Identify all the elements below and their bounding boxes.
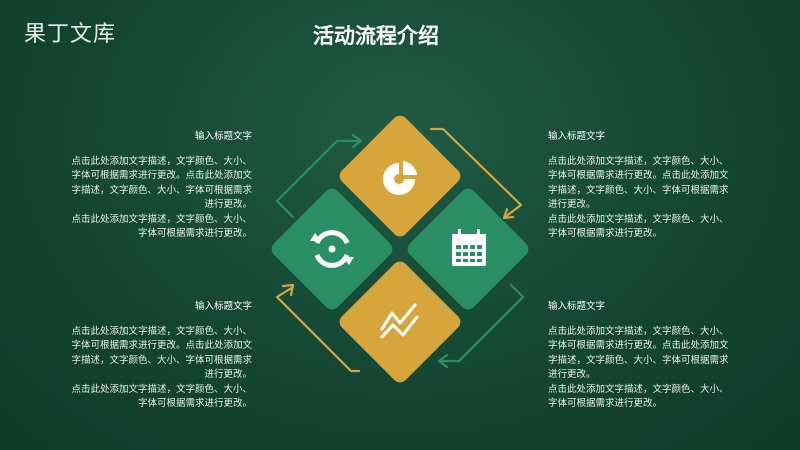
- arrow-head: [281, 283, 295, 297]
- block-heading: 输入标题文字: [194, 301, 252, 312]
- page-title: 活动流程介绍: [313, 24, 439, 48]
- trend-line-icon: [380, 303, 419, 339]
- diagram-svg: [271, 115, 529, 383]
- block-description: 点击此处添加文字描述，文字颜色、大小、字体可根据需求进行更改。点击此处添加文字描…: [548, 155, 729, 211]
- block-description: 点击此处添加文字描述，文字颜色、大小、字体可根据需求进行更改。点击此处添加文字描…: [71, 155, 252, 211]
- arrow-head: [351, 133, 363, 149]
- text-block-bottom-left: 输入标题文字 点击此处添加文字描述，文字颜色、大小、字体可根据需求进行更改。点击…: [70, 300, 252, 412]
- text-block-top-left: 输入标题文字 点击此处添加文字描述，文字颜色、大小、字体可根据需求进行更改。点击…: [70, 130, 252, 242]
- process-diagram: [255, 105, 555, 385]
- pie-chart-icon: [383, 161, 417, 195]
- block-description: 点击此处添加文字描述，文字颜色、大小、字体可根据需求进行更改。: [71, 383, 252, 410]
- block-description: 点击此处添加文字描述，文字颜色、大小、字体可根据需求进行更改。: [548, 213, 729, 240]
- block-description: 点击此处添加文字描述，文字颜色、大小、字体可根据需求进行更改。: [71, 213, 252, 240]
- brand-logo: 果丁文库: [24, 22, 117, 47]
- arrow-head: [437, 353, 449, 369]
- text-block-bottom-right: 输入标题文字 点击此处添加文字描述，文字颜色、大小、字体可根据需求进行更改。点击…: [548, 300, 730, 412]
- block-description: 点击此处添加文字描述，文字颜色、大小、字体可根据需求进行更改。: [548, 383, 729, 410]
- block-heading: 输入标题文字: [194, 131, 252, 142]
- connector-arrow: [275, 285, 361, 373]
- block-heading: 输入标题文字: [548, 131, 606, 142]
- connector-arrow: [275, 139, 361, 219]
- block-heading: 输入标题文字: [548, 301, 606, 312]
- connector-arrow: [429, 127, 523, 219]
- block-description: 点击此处添加文字描述，文字颜色、大小、字体可根据需求进行更改。点击此处添加文字描…: [71, 325, 252, 381]
- block-description: 点击此处添加文字描述，文字颜色、大小、字体可根据需求进行更改。点击此处添加文字描…: [548, 325, 729, 381]
- calendar-icon: [452, 229, 486, 266]
- connector-arrow: [439, 283, 525, 363]
- text-block-top-right: 输入标题文字 点击此处添加文字描述，文字颜色、大小、字体可根据需求进行更改。点击…: [548, 130, 730, 242]
- arrow-head: [502, 207, 515, 220]
- refresh-icon: [310, 230, 354, 268]
